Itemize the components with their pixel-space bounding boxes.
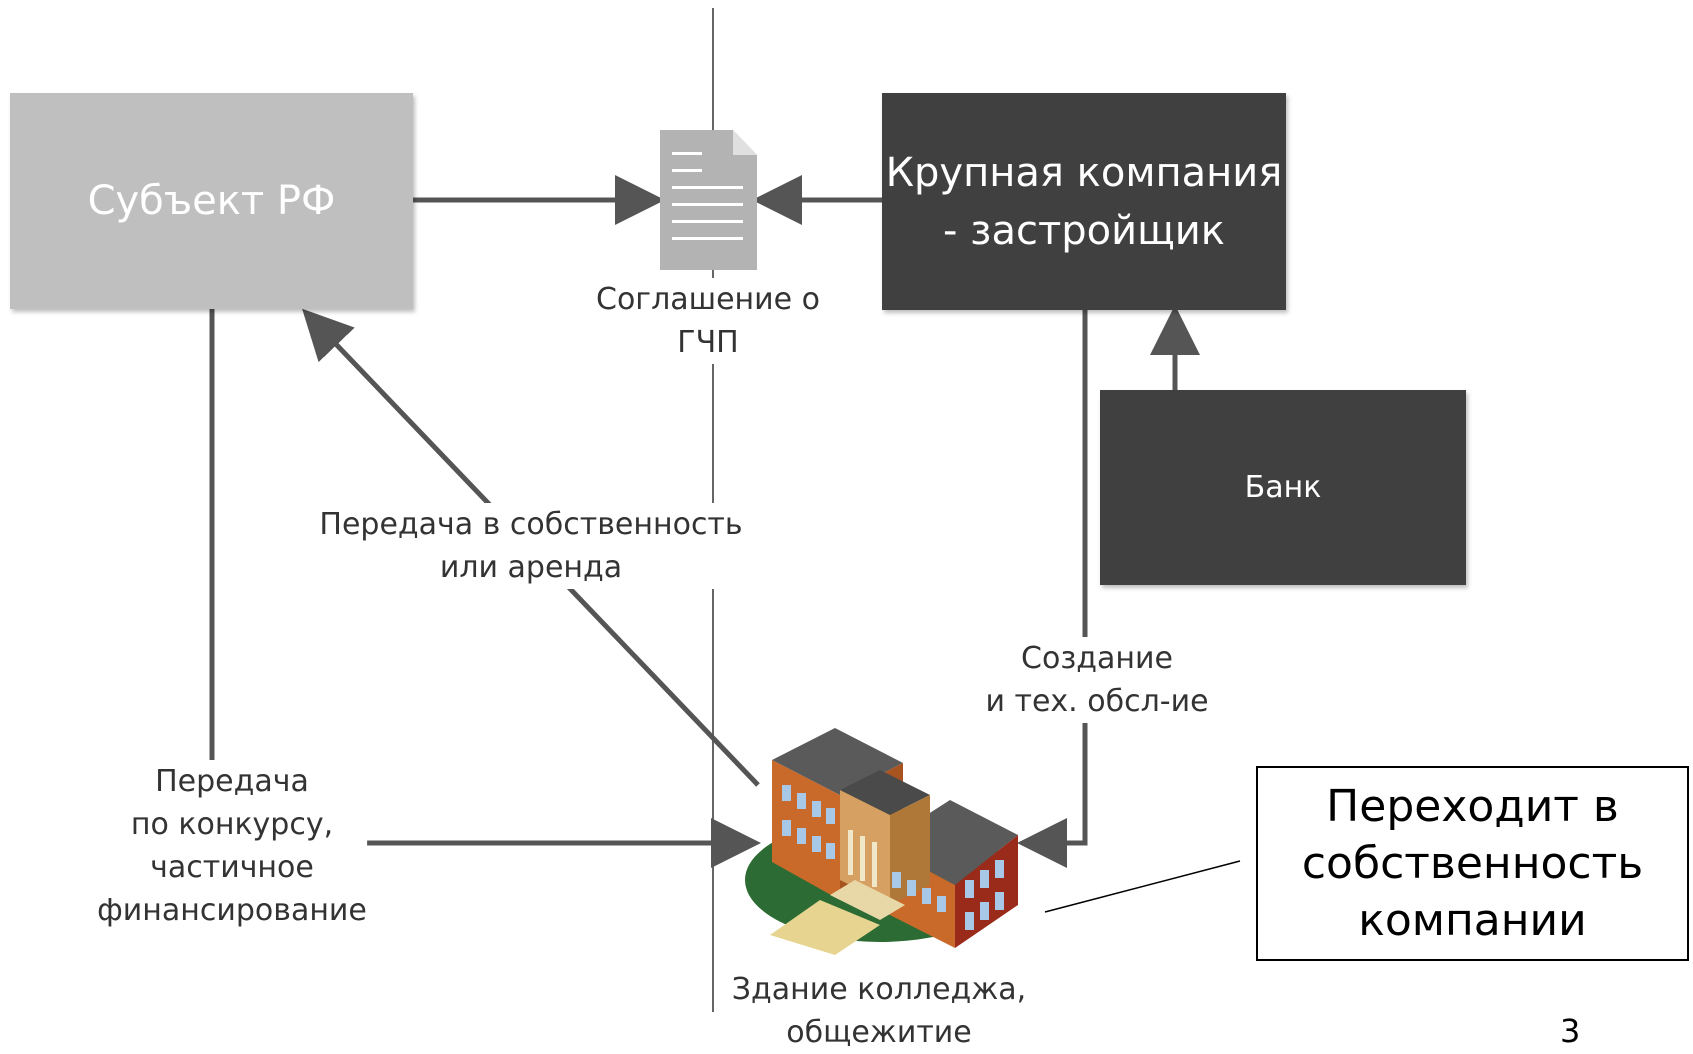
- page-number: 3: [1560, 1012, 1581, 1050]
- competition-transfer-label: Передача по конкурсу, частичное финансир…: [97, 760, 367, 932]
- agreement-label-line-1: Соглашение о: [596, 282, 820, 317]
- callout-line-3: компании: [1358, 895, 1587, 946]
- subject-rf-label: Субъект РФ: [87, 178, 336, 224]
- agreement-label-line-2: ГЧП: [677, 325, 739, 360]
- bank-box: Банк: [1100, 390, 1466, 585]
- bank-label: Банк: [1244, 470, 1322, 505]
- competition-transfer-line-1: Передача: [155, 764, 309, 799]
- competition-transfer-line-4: финансирование: [97, 893, 367, 928]
- company-developer-box: Крупная компания - застройщик: [882, 93, 1286, 310]
- ownership-transfer-line-2: или аренда: [439, 550, 623, 585]
- company-label-line-1: Крупная компания: [885, 149, 1283, 196]
- construction-line-2: и тех. обсл-ие: [985, 684, 1209, 719]
- document-icon: [660, 130, 757, 270]
- construction-line-1: Создание: [1021, 641, 1173, 676]
- company-label-line-2: - застройщик: [943, 207, 1225, 254]
- building-label-line-1: Здание колледжа,: [731, 972, 1027, 1007]
- ownership-callout-box: Переходит в собственность компании: [1256, 766, 1689, 961]
- building-label-line-2: общежитие: [786, 1015, 972, 1050]
- ownership-transfer-label: Передача в собственность или аренда: [319, 503, 743, 589]
- construction-label: Создание и тех. обсл-ие: [985, 637, 1209, 723]
- subject-rf-box: Субъект РФ: [10, 93, 413, 309]
- college-building-icon: [745, 728, 1018, 955]
- building-label: Здание колледжа, общежитие: [731, 968, 1027, 1054]
- competition-transfer-line-3: частичное: [150, 850, 314, 885]
- callout-line-1: Переходит в: [1326, 781, 1619, 832]
- arrow-company-to-building: [1017, 310, 1088, 868]
- ownership-transfer-line-1: Передача в собственность: [319, 507, 743, 542]
- callout-line-2: собственность: [1301, 838, 1644, 889]
- competition-transfer-line-2: по конкурсу,: [130, 807, 334, 842]
- agreement-label: Соглашение о ГЧП: [596, 278, 820, 364]
- callout-leader: [1044, 860, 1241, 913]
